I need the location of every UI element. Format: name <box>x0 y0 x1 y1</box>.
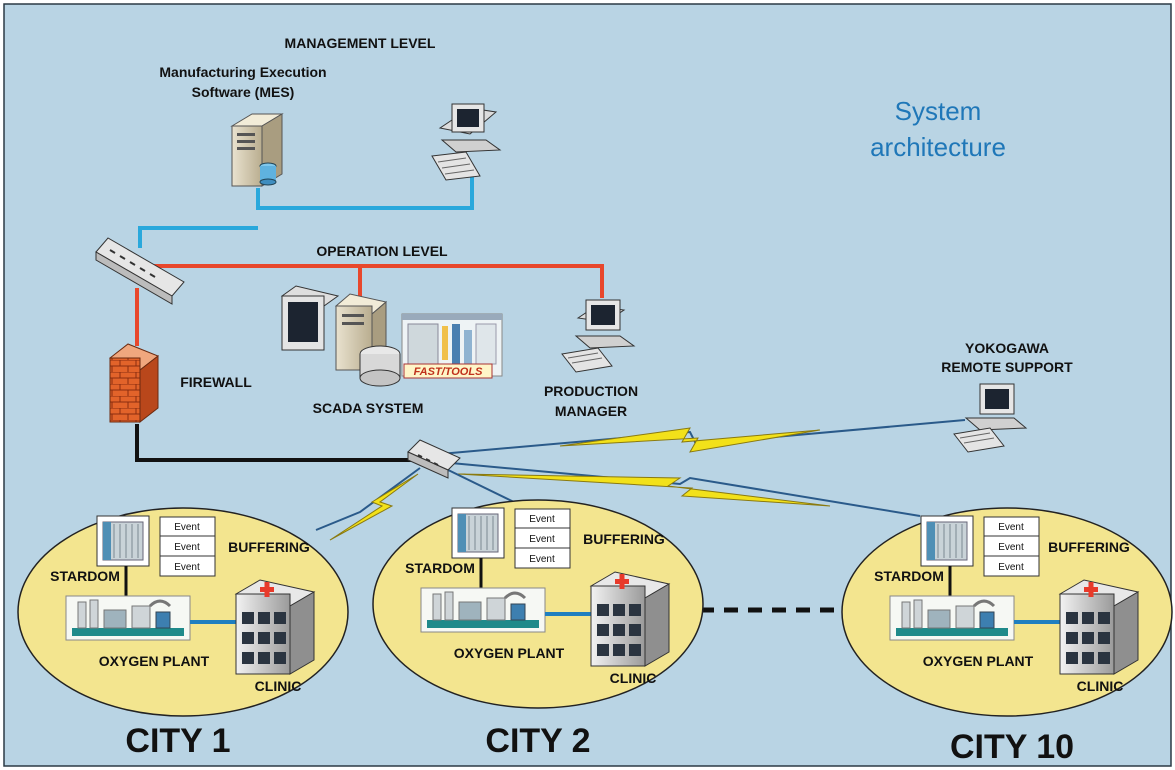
event-label-1: Event <box>174 522 200 533</box>
oxygen-plant-icon <box>889 595 1015 641</box>
operation-level-label: OPERATION LEVEL <box>316 243 448 259</box>
stardom-label: STARDOM <box>50 568 120 584</box>
stardom-label: STARDOM <box>874 568 944 584</box>
remote-support-workstation-icon <box>953 383 1028 453</box>
stardom-controller-icon <box>451 507 505 559</box>
field-network-line <box>135 424 412 462</box>
event-label-3: Event <box>529 554 555 565</box>
stardom-controller-icon <box>96 515 150 567</box>
city-name: CITY 2 <box>485 722 590 760</box>
city-name: CITY 10 <box>950 728 1074 766</box>
field-switch-icon <box>407 439 461 479</box>
scada-label: SCADA SYSTEM <box>313 400 424 416</box>
event-label-3: Event <box>174 562 200 573</box>
event-label-2: Event <box>174 542 200 553</box>
event-label-1: Event <box>998 522 1024 533</box>
clinic-label: CLINIC <box>1077 678 1124 694</box>
buffering-label: BUFFERING <box>583 531 665 547</box>
event-box-3 <box>159 555 216 577</box>
management-network-line <box>138 172 474 248</box>
firewall-label: FIREWALL <box>180 374 252 390</box>
event-box-3 <box>514 547 571 569</box>
diagram-title-line2: architecture <box>870 132 1006 162</box>
management-switch-icon <box>95 237 185 305</box>
mes-label-line2: Software (MES) <box>192 84 295 100</box>
diagram-title-line1: System <box>895 96 982 126</box>
production-manager-workstation-icon <box>561 299 636 373</box>
stardom-controller-icon <box>920 515 974 567</box>
oxygen-plant-label: OXYGEN PLANT <box>99 653 210 669</box>
wireless-links <box>315 419 966 541</box>
production-manager-label-line2: MANAGER <box>555 403 627 419</box>
scada-system-icon <box>280 285 401 387</box>
buffering-label: BUFFERING <box>228 539 310 555</box>
management-workstation-icon <box>431 103 502 181</box>
city-2: Event Event Event BUFFERING STARDOM <box>372 499 704 760</box>
remote-support-label-line1: YOKOGAWA <box>965 340 1049 356</box>
clinic-building-icon <box>589 571 671 667</box>
fasttools-screen-icon: FAST/TOOLS <box>401 313 503 379</box>
city-10: Event Event Event BUFFERING STARDOM <box>841 507 1173 766</box>
oxygen-plant-icon <box>420 587 546 633</box>
oxygen-plant-icon <box>65 595 191 641</box>
buffering-label: BUFFERING <box>1048 539 1130 555</box>
production-manager-label-line1: PRODUCTION <box>544 383 638 399</box>
management-level-label: MANAGEMENT LEVEL <box>285 35 436 51</box>
city-1: Event Event Event BUFFERING STARDOM <box>17 507 349 760</box>
event-label-3: Event <box>998 562 1024 573</box>
clinic-building-icon <box>1058 579 1140 675</box>
clinic-label: CLINIC <box>610 670 657 686</box>
fasttools-logo-text: FAST/TOOLS <box>414 366 484 378</box>
remote-support-label-line2: REMOTE SUPPORT <box>941 359 1073 375</box>
event-box-3 <box>983 555 1040 577</box>
oxygen-plant-label: OXYGEN PLANT <box>454 645 565 661</box>
event-label-2: Event <box>998 542 1024 553</box>
operation-network-line <box>135 264 604 346</box>
stardom-label: STARDOM <box>405 560 475 576</box>
mes-server-icon <box>230 113 284 187</box>
clinic-label: CLINIC <box>255 678 302 694</box>
mes-label-line1: Manufacturing Execution <box>159 64 326 80</box>
event-label-1: Event <box>529 514 555 525</box>
event-label-2: Event <box>529 534 555 545</box>
firewall-icon <box>109 343 159 424</box>
clinic-building-icon <box>234 579 316 675</box>
city-name: CITY 1 <box>125 722 230 760</box>
oxygen-plant-label: OXYGEN PLANT <box>923 653 1034 669</box>
